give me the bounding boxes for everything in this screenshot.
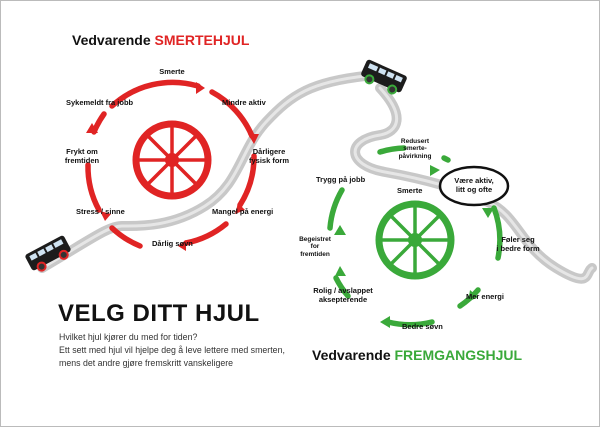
red-label-darligere: Dårligere fysisk form — [244, 147, 294, 165]
arrow-icon — [482, 208, 494, 218]
green-label-vaere-aktiv-line1: Være aktiv, — [454, 176, 494, 185]
green-label-foler-seg: Føler seg i bedre form — [492, 235, 544, 253]
red-label-stress-sinne: Stress / sinne — [76, 207, 125, 216]
bus-icon — [25, 235, 71, 272]
green-wheel-title: Vedvarende FREMGANGSHJUL — [312, 347, 522, 363]
arrow-icon — [100, 211, 111, 221]
red-label-frykt-line2: fremtiden — [64, 155, 100, 165]
red-wheel-title-prefix: Vedvarende — [72, 32, 155, 48]
active-badge — [438, 165, 510, 207]
red-label-frykt-line1: Frykt om — [66, 147, 98, 156]
arrow-icon — [235, 203, 245, 214]
arrow-icon — [430, 165, 440, 176]
green-label-foler-seg-line2: i bedre form — [496, 243, 540, 253]
red-label-mangel-pa-energi: Mangel på energi — [212, 207, 274, 216]
red-cycle-ring — [85, 79, 257, 249]
green-label-vaere-aktiv: Være aktiv, litt og ofte — [444, 176, 504, 194]
red-wheel-icon — [132, 120, 212, 200]
subtext-line2: Ett sett med hjul vil hjelpe deg å leve … — [59, 345, 285, 355]
red-wheel-title: Vedvarende SMERTEHJUL — [72, 32, 249, 48]
arrow-icon — [196, 82, 205, 94]
red-label-darlig-sovn: Dårlig søvn — [152, 239, 193, 248]
red-wheel-title-highlight: SMERTEHJUL — [154, 32, 250, 48]
bus-icon — [361, 59, 407, 95]
green-arrowheads — [334, 165, 494, 328]
green-label-smerte: Smerte — [397, 186, 423, 195]
red-label-mindre-aktiv: Mindre aktiv — [222, 98, 266, 107]
arrow-icon — [178, 240, 186, 251]
arrow-icon — [468, 290, 478, 302]
red-label-frykt-om-fremtiden: Frykt om fremtiden — [58, 147, 106, 165]
green-label-foler-seg-line1: Føler seg — [501, 235, 535, 244]
green-wheel-title-highlight: FREMGANGSHJUL — [394, 347, 523, 363]
green-label-vaere-aktiv-line2: litt og ofte — [455, 184, 493, 194]
red-label-sykemeldt: Sykemeldt fra jobb — [66, 98, 134, 107]
arrow-icon — [380, 316, 390, 328]
subtext-line1: Hvilket hjul kjører du med for tiden? — [59, 332, 198, 342]
green-label-redusert-line3: påvirkning — [398, 152, 432, 160]
red-label-smerte: Smerte — [159, 67, 185, 76]
green-wheel-title-prefix: Vedvarende — [312, 347, 395, 363]
green-label-begeistret-line3: fremtiden — [300, 250, 330, 258]
green-label-begeistret-line1: Begeistret — [299, 236, 331, 243]
green-label-bedre-sovn: Bedre søvn — [402, 322, 443, 331]
green-label-redusert-line2: smerte- — [403, 145, 427, 153]
arrow-icon — [248, 134, 259, 144]
green-label-mer-energi: Mer energi — [466, 292, 504, 301]
red-label-darligere-line2: fysisk form — [248, 155, 290, 165]
arrow-icon — [335, 266, 346, 276]
green-label-rolig-line2: aksepterende — [318, 294, 368, 304]
green-label-redusert: Redusert smerte- påvirkning — [386, 138, 444, 160]
green-label-begeistret: Begeistret for fremtiden — [294, 236, 336, 258]
green-label-rolig-line1: Rolig / avslappet — [313, 286, 373, 295]
red-arrowheads — [86, 82, 259, 251]
headline: VELG DITT HJUL — [58, 300, 260, 327]
subtext-line3: mens det andre gjøre fremskritt vanskeli… — [59, 358, 234, 368]
road — [37, 71, 597, 284]
green-label-begeistret-line2: for — [310, 243, 320, 251]
green-label-trygg-pa-jobb: Trygg på jobb — [316, 175, 366, 184]
arrow-icon — [86, 123, 98, 133]
green-wheel-icon — [375, 200, 455, 280]
green-label-redusert-line1: Redusert — [400, 138, 430, 145]
green-label-rolig: Rolig / avslappet aksepterende — [302, 286, 384, 304]
red-label-darligere-line1: Dårligere — [252, 147, 286, 156]
arrow-icon — [334, 225, 346, 235]
